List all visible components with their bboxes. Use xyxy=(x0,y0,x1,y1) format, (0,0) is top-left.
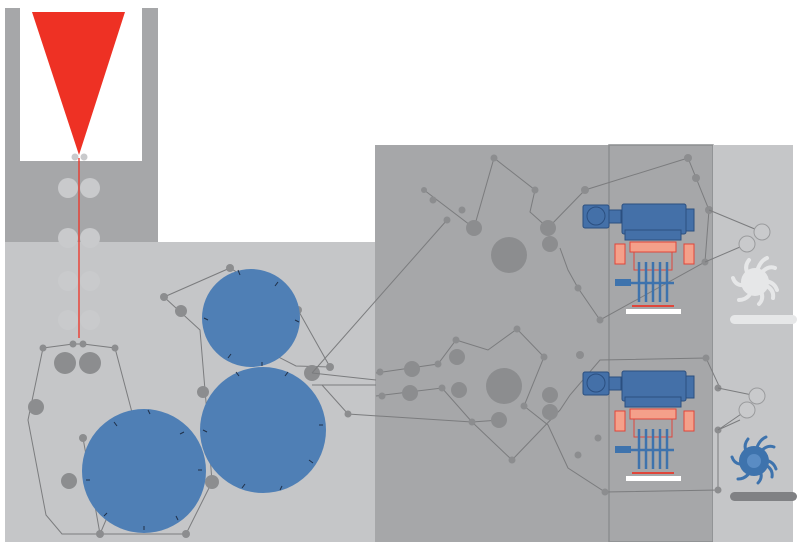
winding-section xyxy=(704,209,797,501)
press-rolls xyxy=(344,154,722,496)
reel-spool-upper xyxy=(730,315,797,324)
slice-jet xyxy=(32,12,125,155)
press-roll-upper xyxy=(491,237,527,273)
drying-cylinder-2 xyxy=(200,367,326,493)
press-roll-lower xyxy=(486,368,522,404)
forming-rolls xyxy=(58,178,100,330)
drying-cylinder-1 xyxy=(202,269,300,367)
lower-press-felt-2 xyxy=(375,357,721,461)
breast-roll-left xyxy=(71,153,79,161)
felt-loop-upper xyxy=(163,267,331,368)
breast-roll-right xyxy=(80,153,88,161)
drying-cylinder-3 xyxy=(82,409,206,533)
web-path xyxy=(311,219,501,423)
winder-panel xyxy=(713,145,793,542)
press-section xyxy=(344,154,741,496)
drying-cylinders xyxy=(82,269,326,533)
reel-spool-lower xyxy=(730,492,797,501)
forming-section xyxy=(27,264,334,538)
reel-upper xyxy=(731,256,779,306)
calender-unit-lower xyxy=(582,370,695,481)
cylinder-doctor-marks xyxy=(86,269,323,530)
background-panels xyxy=(5,8,793,542)
upper-press-felt xyxy=(423,157,710,321)
headbox xyxy=(20,8,142,338)
reel-lower xyxy=(730,435,778,485)
calender-unit-upper xyxy=(582,203,695,314)
